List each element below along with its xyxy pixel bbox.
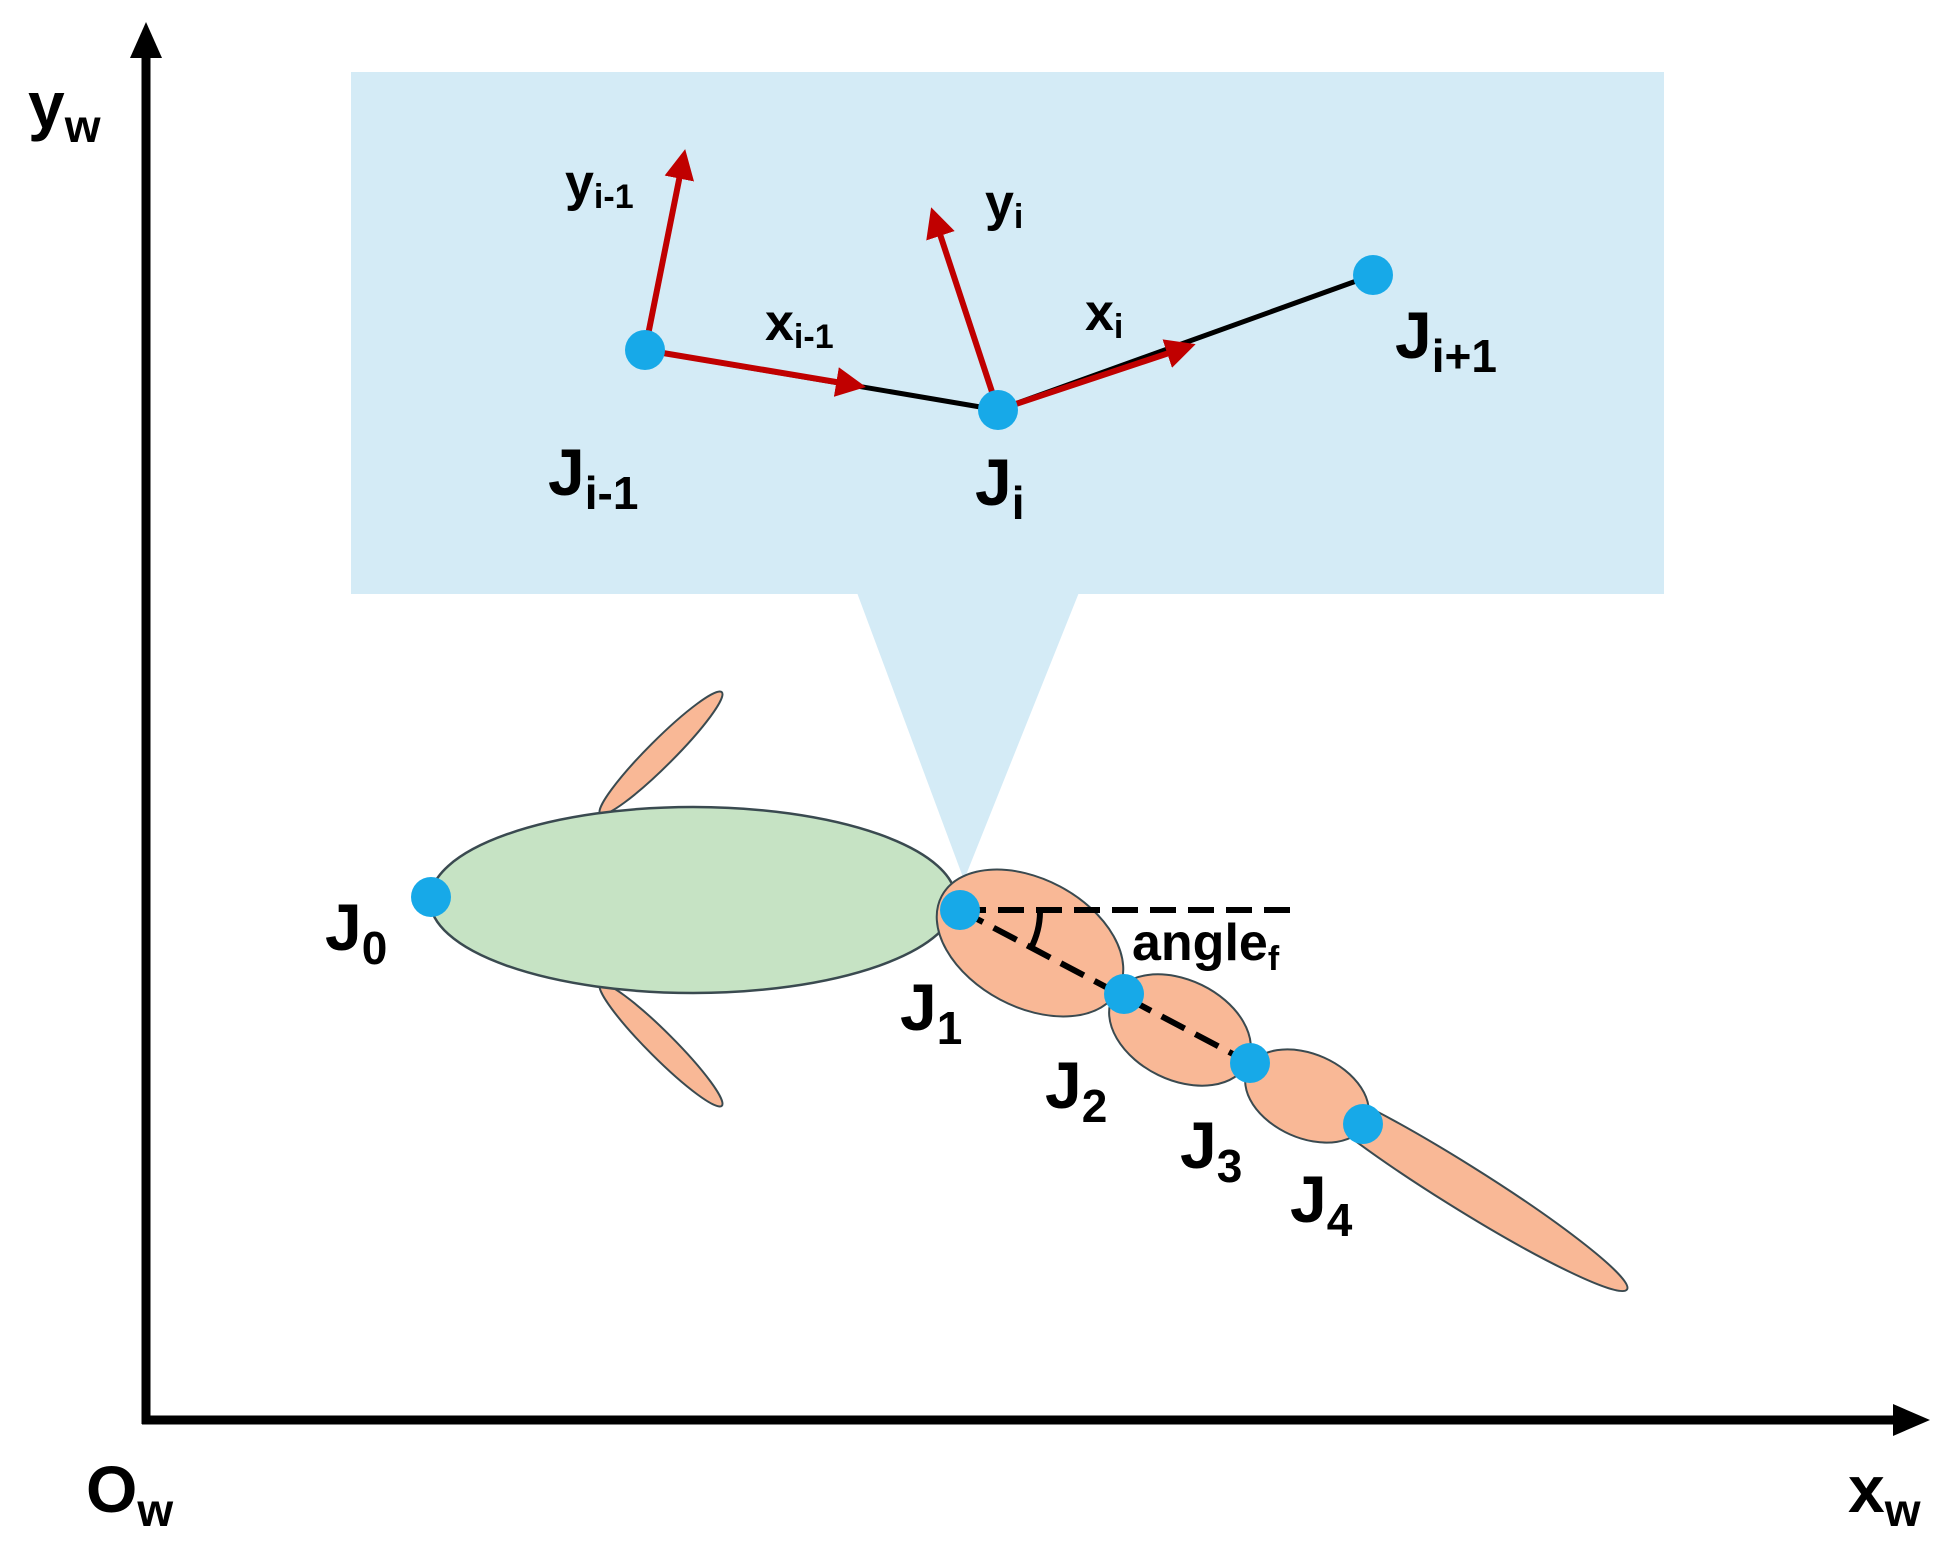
angle-label: anglef [1132,914,1280,978]
joint-3 [1230,1043,1270,1083]
inset-joint-cur [978,390,1018,430]
frame-prev-x-label: xi-1 [765,294,834,356]
frame-prev-y-label: yi-1 [565,154,634,216]
y-axis-label: yw [28,68,101,152]
frame-cur-y-arrow [926,207,1001,411]
inset-panel [351,72,1664,594]
fish-model: anglef J0 J1 J2 J3 J4 [325,690,1629,1293]
callout-pointer [856,590,1080,880]
joint-0 [411,877,451,917]
y-axis-arrowhead [130,22,162,58]
lower-fin [598,982,724,1108]
joint-2 [1104,974,1144,1014]
inset-joint-cur-label: Ji [975,445,1025,529]
joint-1-label: J1 [900,970,962,1054]
inset-joint-next [1353,255,1393,295]
frame-prev-x-arrow [644,347,866,397]
joint-4-label: J4 [1290,1162,1353,1246]
inset-callout: yi-1 xi-1 yi xi Ji-1 Ji Ji+1 [351,72,1664,880]
inset-joint-next-label: Ji+1 [1395,298,1497,382]
joint-0-label: J0 [325,890,387,974]
frame-prev-y-arrow [642,149,695,351]
world-axes: yw Ow xw [28,22,1930,1536]
joint-3-label: J3 [1180,1108,1242,1192]
origin-label: Ow [86,1452,173,1536]
frame-cur-y-label: yi [985,174,1023,236]
x-axis-label: xw [1848,1452,1921,1536]
fish-body [428,805,958,995]
frame-cur-x-label: xi [1085,284,1123,346]
x-axis-arrowhead [1893,1404,1930,1436]
joint-1 [940,890,980,930]
upper-fin [598,690,724,816]
segment-axis-line [958,907,1252,1066]
joint-4 [1343,1104,1383,1144]
angle-arc [1028,911,1043,950]
joint-2-label: J2 [1045,1048,1107,1132]
inset-joint-prev [625,330,665,370]
frame-cur-x-arrow [997,339,1196,413]
inset-joint-prev-label: Ji-1 [548,435,638,519]
